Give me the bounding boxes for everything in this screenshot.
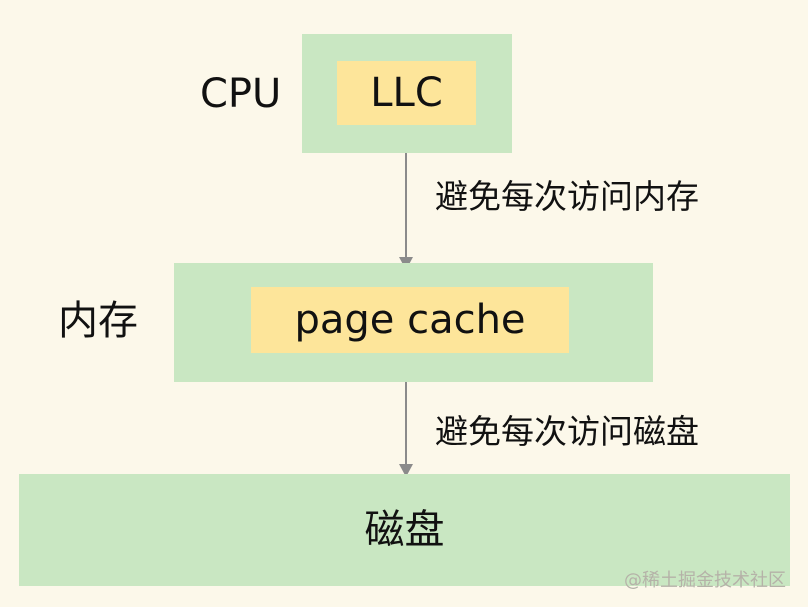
page-cache-box: page cache <box>251 287 569 353</box>
arrow-memory-to-disk <box>399 382 413 477</box>
arrow-cpu-to-memory <box>399 153 413 270</box>
arrow-label-cpu-to-memory: 避免每次访问内存 <box>435 177 699 216</box>
arrow-label-memory-to-disk: 避免每次访问磁盘 <box>435 412 699 451</box>
memory-label: 内存 <box>58 298 138 344</box>
disk-box: 磁盘 <box>19 474 790 586</box>
disk-label: 磁盘 <box>364 507 445 553</box>
llc-label: LLC <box>370 70 443 116</box>
llc-box: LLC <box>337 61 476 125</box>
watermark: @稀土掘金技术社区 <box>624 570 786 591</box>
page-cache-label: page cache <box>294 297 526 343</box>
cpu-label: CPU <box>200 71 282 117</box>
